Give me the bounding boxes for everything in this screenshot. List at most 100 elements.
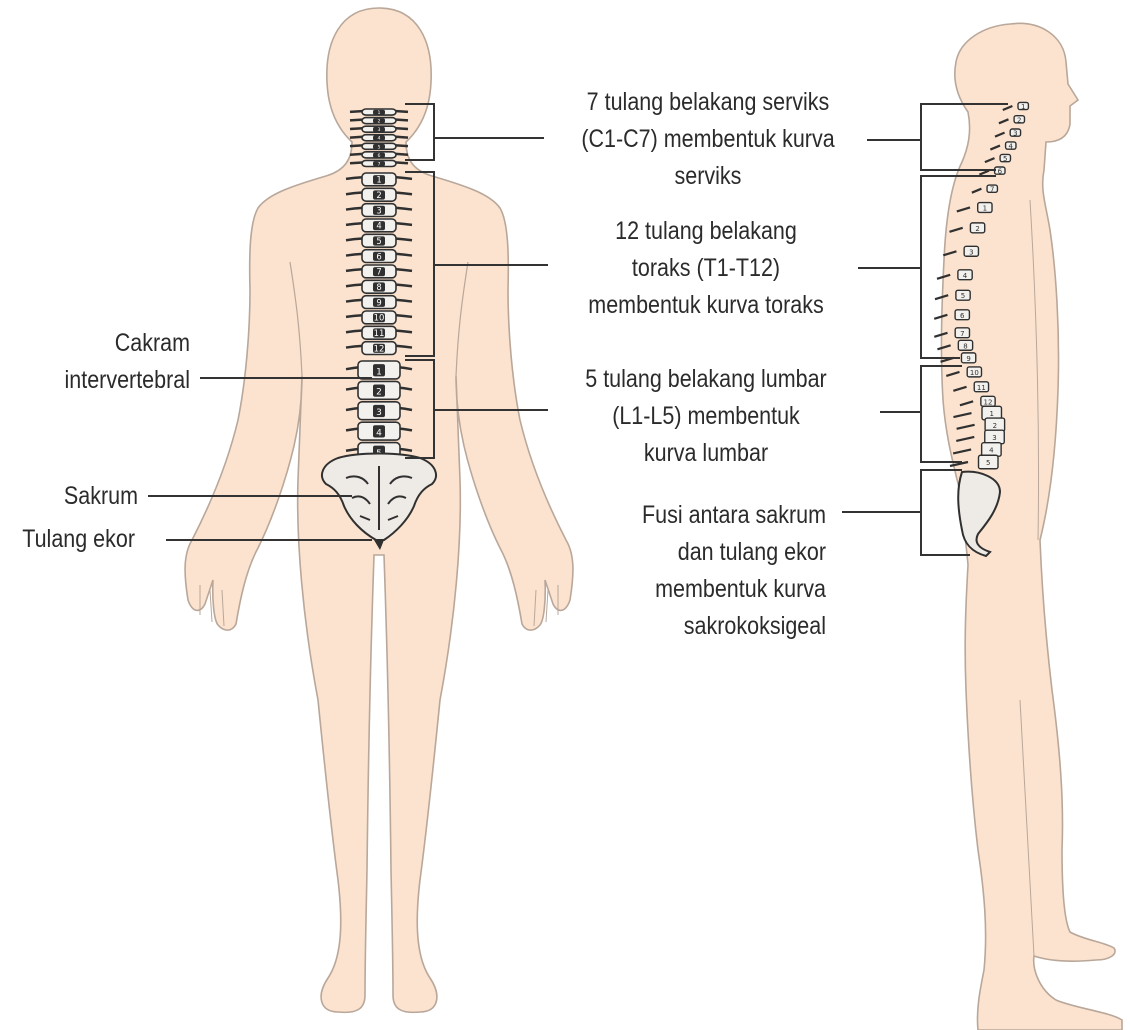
vertebra-number: 7 [960,330,964,338]
label-disc-line-1: Cakram [114,329,190,357]
label-cervical: 7 tulang belakang serviks (C1-C7) memben… [570,84,845,195]
vertebra-number: 12 [984,398,993,406]
vertebra-cervical-5-side: 5 [984,153,1012,164]
side-view-body [940,22,1123,1030]
vertebra-number: 4 [989,446,994,454]
vertebra-thoracic-1-back: 1 [345,172,413,187]
vertebra-lumbar-2-back: 2 [345,380,413,401]
vertebra-number: 6 [378,153,381,159]
vertebra-number: 4 [376,428,382,438]
sacrum-details [345,466,413,530]
vertebra-thoracic-11-side: 11 [953,381,990,393]
label-sacral-line-4: sakrokoksigeal [683,612,826,640]
vertebra-number: 5 [376,236,381,246]
label-cervical-line-3: serviks [674,162,742,190]
label-lumbar-line-1: 5 tulang belakang lumbar [585,365,827,393]
back-bracket-cervical [405,103,435,161]
vertebra-number: 4 [376,221,381,231]
vertebra-thoracic-6-side: 6 [933,309,971,321]
vertebra-thoracic-8-back: 8 [345,279,413,294]
vertebra-cervical-4-side: 4 [989,141,1017,151]
vertebra-lumbar-5-side: 5 [949,454,999,470]
vertebra-number: 9 [376,297,381,307]
vertebra-lumbar-4-back: 4 [345,421,413,441]
vertebra-number: 10 [374,313,385,323]
label-disc: Cakram intervertebral [27,325,190,399]
vertebra-cervical-6-back: 6 [349,151,409,159]
vertebra-thoracic-2-side: 2 [949,222,986,234]
coccyx-shape [374,540,384,550]
vertebra-cervical-2-side: 2 [998,115,1026,125]
vertebra-number: 2 [376,190,381,200]
vertebra-number: 6 [998,168,1003,176]
vertebra-cervical-1-side: 1 [1002,101,1030,112]
leader-lines [148,103,1008,556]
label-coccyx: Tulang ekor [22,525,135,553]
vertebra-lumbar-1-side: 1 [953,405,1003,421]
vertebra-number: 5 [378,144,381,150]
side-bracket-lumbar [920,365,962,463]
side-bracket-cervical [920,103,1008,171]
vertebra-thoracic-12-side: 12 [959,395,996,407]
vertebra-thoracic-10-side: 10 [945,366,983,378]
vertebra-thoracic-6-back: 6 [345,248,413,264]
label-sacral: Fusi antara sakrum dan tulang ekor membe… [580,497,826,645]
vertebra-thoracic-4-side: 4 [936,269,973,281]
vertebra-number: 1 [378,110,381,116]
vertebra-number: 1 [376,367,382,377]
vertebra-thoracic-7-back: 7 [345,264,413,279]
vertebra-number: 9 [966,355,970,363]
label-thoracic-line-3: membentuk kurva toraks [588,291,824,319]
vertebra-thoracic-4-back: 4 [345,218,413,233]
label-sacral-line-1: Fusi antara sakrum [641,501,826,529]
vertebra-lumbar-3-side: 3 [956,429,1005,445]
vertebra-thoracic-1-side: 1 [956,201,993,214]
vertebra-number: 2 [993,422,997,430]
vertebra-thoracic-12-back: 12 [345,340,413,356]
vertebra-thoracic-5-side: 5 [934,289,971,301]
label-sacral-line-3: membentuk kurva [655,575,826,603]
back-view-fingers-left [199,585,225,627]
vertebra-number: 3 [969,248,973,256]
back-view-sacrum [321,452,437,550]
vertebra-number: 7 [990,186,994,194]
vertebra-lumbar-4-side: 4 [952,442,1002,457]
vertebra-cervical-4-back: 4 [349,133,409,142]
vertebra-thoracic-3-back: 3 [345,202,413,218]
vertebra-number: 3 [376,205,381,215]
back-view-fingers-right [533,585,559,627]
vertebra-number: 12 [374,343,385,353]
vertebra-number: 3 [1013,130,1017,138]
label-lumbar: 5 tulang belakang lumbar (L1-L5) membent… [568,361,843,472]
vertebra-cervical-2-back: 2 [349,116,409,125]
vertebra-cervical-1-back: 1 [349,108,409,116]
label-cervical-line-1: 7 tulang belakang serviks [586,88,830,116]
vertebra-cervical-5-back: 5 [349,142,409,150]
vertebra-number: 6 [960,312,965,320]
vertebra-number: 4 [1009,143,1014,151]
side-view-silhouette [940,22,1123,1030]
label-sacral-line-2: dan tulang ekor [677,538,826,566]
vertebra-number: 1 [983,204,987,212]
vertebra-cervical-7-side: 7 [971,184,999,194]
vertebra-number: 3 [992,434,996,442]
vertebra-thoracic-5-back: 5 [345,233,413,248]
vertebra-lumbar-3-back: 3 [345,400,413,421]
vertebra-number: 2 [1017,116,1021,124]
vertebra-number: 2 [378,119,381,125]
vertebra-number: 2 [376,388,382,398]
label-thoracic-line-2: toraks (T1-T12) [631,254,781,282]
vertebra-number: 8 [376,282,381,292]
vertebra-number: 5 [986,459,990,467]
vertebra-thoracic-7-side: 7 [933,327,971,339]
vertebra-thoracic-9-back: 9 [345,294,413,310]
vertebra-number: 5 [961,292,965,300]
vertebra-number: 11 [977,384,986,392]
vertebra-number: 1 [989,410,993,418]
label-disc-line-2: intervertebral [64,366,190,394]
vertebra-thoracic-10-back: 10 [345,310,413,325]
label-cervical-line-2: (C1-C7) membentuk kurva [581,125,835,153]
